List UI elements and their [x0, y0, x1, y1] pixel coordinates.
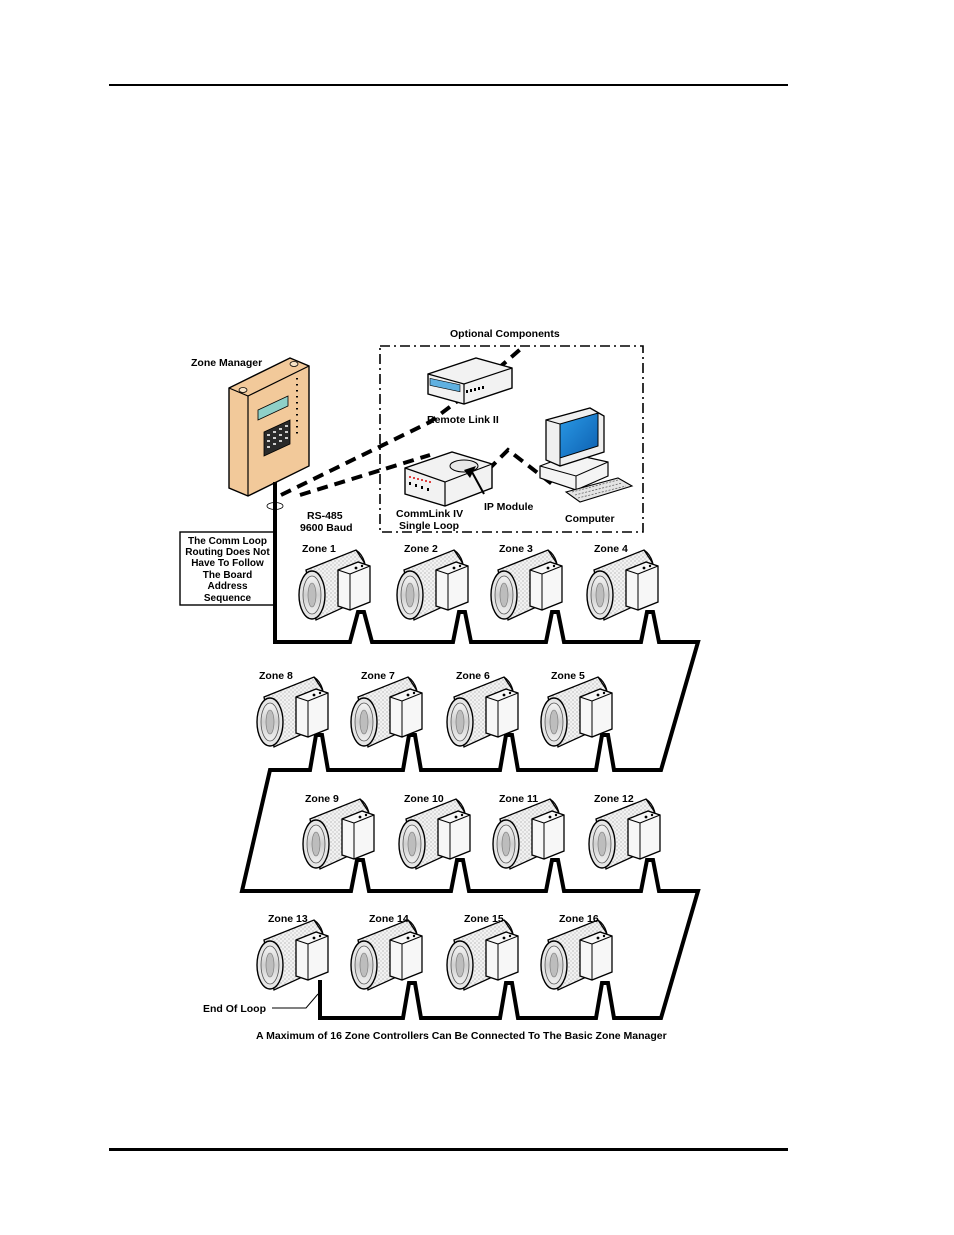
zone-manager-enclosure [228, 357, 310, 497]
zone-controller-1 [298, 549, 371, 621]
zone-label: Zone 14 [369, 913, 409, 925]
diagram-caption: A Maximum of 16 Zone Controllers Can Be … [256, 1030, 667, 1042]
end-of-loop-pointer [272, 993, 319, 1009]
zone-label: Zone 13 [268, 913, 308, 925]
zone-label: Zone 8 [259, 670, 293, 682]
zone-label: Zone 9 [305, 793, 339, 805]
routing-note-line: The Board [203, 570, 252, 581]
commlink-label-line1: CommLink IV [396, 508, 463, 520]
zone-controller-3 [490, 549, 563, 621]
zone-controller-15 [446, 919, 519, 991]
zone-controller-13 [256, 919, 329, 991]
zone-label: Zone 2 [404, 543, 438, 555]
zone-label: Zone 3 [499, 543, 533, 555]
computer-label: Computer [565, 513, 615, 525]
remote-link-label: Remote Link II [427, 414, 499, 426]
dashed-link-computer [486, 447, 554, 486]
rs485-line1: RS-485 [307, 510, 343, 522]
commlink-label-line2: Single Loop [399, 520, 459, 532]
zone-controller-16 [540, 919, 613, 991]
routing-note-line: Routing Does Not [185, 547, 270, 558]
remote-link-device [427, 357, 513, 405]
zone-manager-label: Zone Manager [191, 357, 262, 369]
routing-note-line: Sequence [204, 593, 252, 604]
optional-components-title: Optional Components [450, 328, 560, 340]
commlink-device [404, 451, 493, 507]
dashed-link-commlink [299, 453, 431, 497]
zone-label: Zone 6 [456, 670, 490, 682]
zone-label: Zone 5 [551, 670, 585, 682]
zone-label: Zone 11 [499, 793, 538, 805]
zone-controller-4 [586, 549, 659, 621]
top-rule [109, 84, 788, 86]
routing-note-line: Have To Follow [191, 558, 264, 569]
zone-controller-2 [396, 549, 469, 621]
end-of-loop-label: End Of Loop [203, 1003, 266, 1015]
routing-note-text: The Comm Loop Routing Does Not Have To F… [185, 536, 270, 604]
zone-controller-14 [350, 919, 423, 991]
comm-loop-wire [239, 482, 701, 1020]
zone-label: Zone 4 [594, 543, 628, 555]
computer-device [539, 407, 634, 503]
routing-note-line: The Comm Loop [188, 536, 267, 547]
zone-label: Zone 16 [559, 913, 599, 925]
zone-label: Zone 10 [404, 793, 444, 805]
zone-label: Zone 1 [302, 543, 336, 555]
ip-module-label: IP Module [484, 501, 534, 513]
rs485-line2: 9600 Baud [300, 522, 353, 534]
routing-note-line: Address [207, 581, 247, 592]
bottom-rule [109, 1148, 788, 1151]
zone-label: Zone 7 [361, 670, 395, 682]
optional-components-border [379, 345, 644, 533]
zone-label: Zone 15 [464, 913, 504, 925]
routing-note-box [179, 531, 276, 606]
zone-label: Zone 12 [594, 793, 634, 805]
